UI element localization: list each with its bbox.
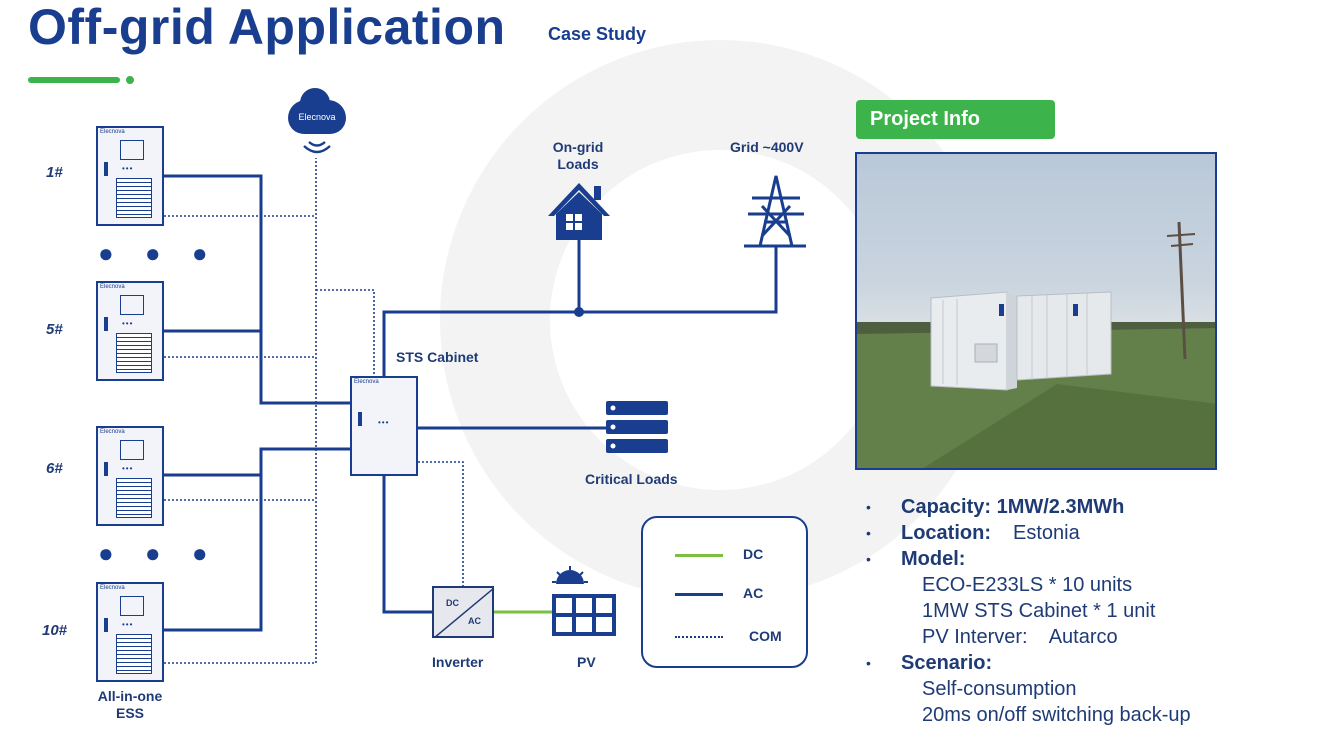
server-icon [606,401,668,453]
page-title: Off-grid Application [28,0,506,55]
ac-wire-unit-6 [164,447,350,477]
location-row: • Location: Estonia [866,522,1080,544]
legend-ac-line [675,593,723,596]
scenario-row: • Scenario: [866,652,993,674]
model-line: ECO-E233LS * 10 units [922,574,1133,596]
legend-dc-text: DC [743,546,764,562]
ess-brand: Elecnova [100,284,125,290]
capacity-text: Capacity: 1MW/2.3MWh [901,496,1125,518]
ess-buttons-icon: ••• [122,620,134,629]
wifi-icon [303,141,331,154]
inverter-box: DC AC [432,586,494,638]
sts-cabinet: Elecnova ••• [350,376,418,476]
photo-scene [857,221,1215,468]
ess-handle [104,618,108,632]
unit-label-5: 5# [46,321,63,338]
ongrid-loads-label: On-grid Loads [552,139,604,172]
ess-buttons-icon: ••• [122,164,134,173]
inverter-diagonal [435,588,492,636]
ac-wire-inverter [382,476,432,614]
ess-brand: Elecnova [100,129,125,135]
capacity-row: • Capacity: 1MW/2.3MWh [866,496,1125,518]
model-line: 1MW STS Cabinet * 1 unit [922,600,1156,622]
scenario-line: 20ms on/off switching back-up [922,704,1191,726]
ess-brand: Elecnova [100,429,125,435]
power-tower-icon [744,175,806,248]
scenario-key: Scenario: [901,652,993,674]
ess-label: All-in-one ESS [97,688,163,721]
project-photo [855,152,1217,470]
inverter-ac-text: AC [468,616,481,626]
sts-label: STS Cabinet [396,349,479,365]
ellipsis-top: ● ● ● [98,238,220,268]
inverter-dc-text: DC [446,598,459,608]
page-subtitle: Case Study [548,24,647,44]
cloud-label: Elecnova [298,112,336,122]
com-wire-unit-10 [164,158,317,664]
inverter-label: Inverter [432,654,484,670]
pv-panel-icon [552,566,616,636]
com-wire-sts [316,289,375,376]
unit-label-10: 10# [42,622,68,639]
model-row: • Model: [866,548,966,570]
ess-handle [104,162,108,176]
title-underline [28,77,120,83]
unit-label-6: 6# [46,460,63,477]
location-key: Location: [901,522,991,544]
ess-grille [116,178,152,218]
ess-screen [120,140,144,160]
ess-grille [116,478,152,518]
legend-com-line [675,636,723,638]
pv-label: PV [577,654,596,670]
model-key: Model: [901,548,966,570]
legend-box: DC AC COM [641,516,808,668]
ess-grille [116,634,152,674]
ess-buttons-icon: ••• [122,464,134,473]
ess-cabinet-5: Elecnova ••• [96,281,164,381]
ess-brand: Elecnova [100,585,125,591]
ac-wire-unit-10 [164,449,263,632]
ac-wire-unit-1 [164,174,350,405]
ess-screen [120,440,144,460]
ess-handle [104,317,108,331]
ess-screen [120,596,144,616]
com-wire-inverter [418,461,464,586]
junction-dot [574,307,584,317]
sts-buttons-icon: ••• [378,418,390,427]
critical-loads-label: Critical Loads [585,471,678,487]
ess-cabinet-1: Elecnova ••• [96,126,164,226]
project-info-heading: Project Info [856,100,1055,139]
project-details: • Capacity: 1MW/2.3MWh • Location: Eston… [866,494,1306,728]
legend-ac-text: AC [743,585,764,601]
sts-handle [358,412,362,426]
legend-dc-line [675,554,723,557]
sts-brand: Elecnova [354,379,379,385]
ess-screen [120,295,144,315]
legend-com-text: COM [749,628,782,644]
ess-buttons-icon: ••• [122,319,134,328]
model-line: PV Interver: Autarco [922,626,1118,648]
grid-label: Grid ~400V [730,139,804,155]
ess-cabinet-6: Elecnova ••• [96,426,164,526]
ellipsis-bottom: ● ● ● [98,538,220,568]
ess-handle [104,462,108,476]
scenario-line: Self-consumption [922,678,1077,700]
title-underline-dot [126,76,134,84]
cloud-icon: Elecnova [288,88,346,134]
house-icon [548,183,610,240]
ess-grille [116,333,152,373]
location-value: Estonia [1013,522,1080,544]
unit-label-1: 1# [46,164,63,181]
ess-cabinet-10: Elecnova ••• [96,582,164,682]
